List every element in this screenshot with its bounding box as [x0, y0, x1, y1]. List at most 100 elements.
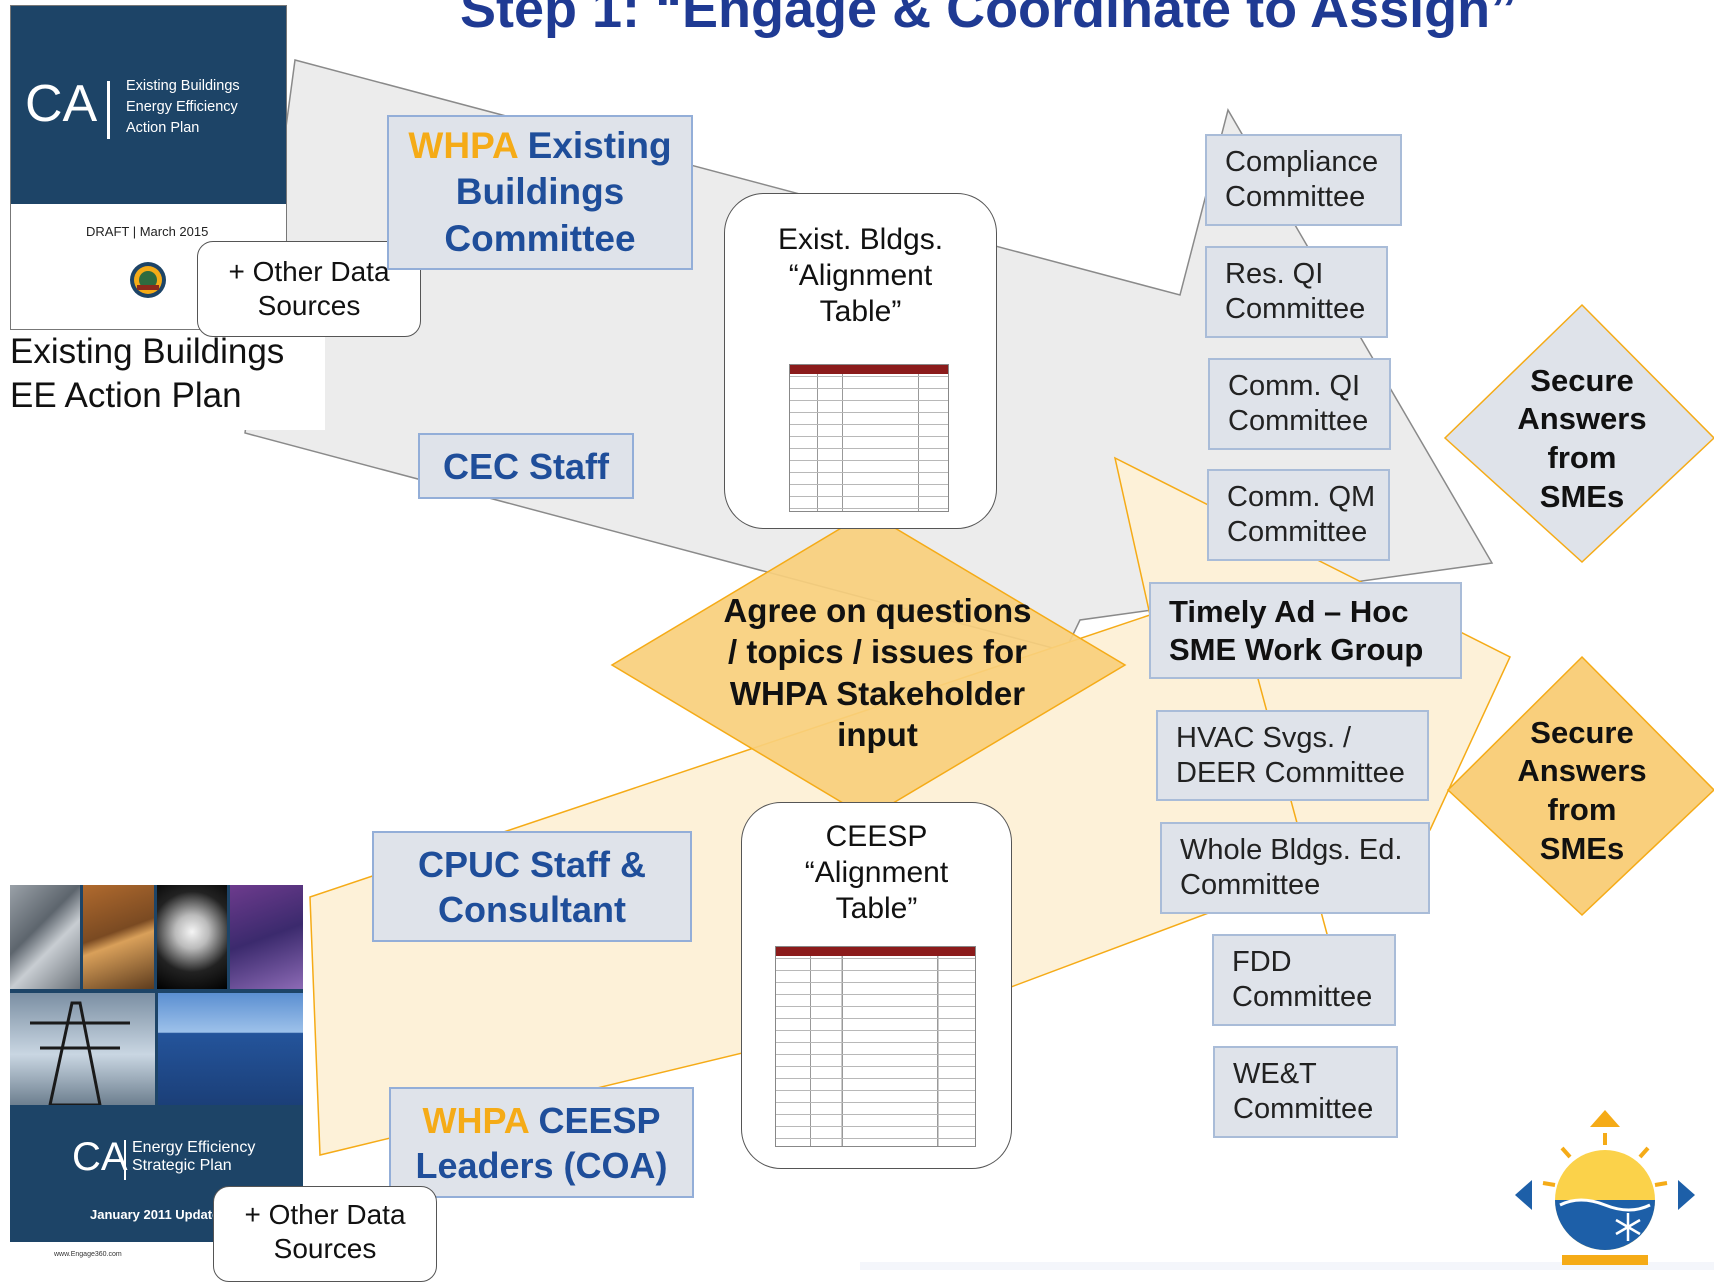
existing-buildings-alignment-table: Exist. Bldgs. “Alignment Table” — [724, 193, 997, 529]
doc-caption-existing-buildings: Existing Buildings EE Action Plan — [0, 330, 325, 430]
committee-line: WE&T — [1233, 1058, 1317, 1091]
other-data-sources-top: + Other Data Sources — [197, 241, 421, 337]
secure-diamond-bottom-shape — [1446, 655, 1714, 917]
committee-line: Committee — [1232, 981, 1373, 1013]
other-sources-line: + Other Data — [228, 256, 390, 287]
whpa-eb-label: WHPA Existing Buildings Committee — [408, 123, 671, 262]
cover-photo-meter — [230, 885, 303, 989]
committee-line: Committee — [1228, 405, 1369, 437]
secure-line: from — [1547, 792, 1617, 827]
committee-line: Compliance — [1225, 146, 1379, 179]
center-diamond-agree-on-questions: Agree on questions / topics / issues for… — [690, 585, 1065, 760]
center-diamond-line: WHPA Stakeholder — [729, 674, 1026, 712]
cover-photo-lightbulb — [157, 885, 227, 989]
whpa-eb-text: Existing — [517, 125, 672, 167]
alignment-table-line: Exist. Bldgs. — [777, 223, 944, 256]
doc-caption-line: EE Action Plan — [10, 376, 242, 416]
cpuc-line: CPUC Staff & — [417, 843, 646, 885]
committee-line: Committee — [1225, 181, 1366, 213]
whpa-existing-buildings-committee: WHPA Existing Buildings Committee — [387, 115, 693, 270]
whpa-ceesp-orange-text: WHPA — [422, 1099, 529, 1141]
doc-cover-title-line: Energy Efficiency — [132, 1139, 256, 1156]
secure-line: Answers — [1517, 401, 1647, 437]
doc-logo: CA — [25, 75, 98, 133]
sun-snowflake-logo-icon — [1510, 1105, 1700, 1270]
work-group-line: SME Work Group — [1169, 631, 1424, 667]
other-sources-line: Sources — [257, 290, 361, 322]
committee-line: FDD — [1232, 946, 1292, 979]
doc-cover-title: Energy Efficiency Strategic Plan — [132, 1139, 255, 1174]
doc-date-label: January 2011 Update — [90, 1207, 220, 1222]
cover-photo-worker — [83, 885, 154, 989]
doc-logo: CA — [72, 1135, 128, 1179]
doc-cover-title-line: Strategic Plan — [132, 1156, 232, 1174]
alignment-table-thumbnail — [775, 946, 976, 1147]
committee-line: Committee — [1233, 1093, 1374, 1125]
alignment-table-line: “Alignment — [788, 259, 933, 292]
cec-staff: CEC Staff — [418, 433, 634, 499]
committee-line: Committee — [1227, 516, 1368, 548]
center-diamond-line: Agree on questions — [723, 592, 1032, 629]
secure-line: Secure — [1530, 362, 1634, 398]
committee-line: Committee — [1225, 293, 1366, 325]
doc-draft-label: DRAFT | March 2015 — [86, 224, 209, 239]
footer-band — [860, 1262, 1714, 1270]
doc-caption-line: Existing Buildings — [10, 332, 285, 371]
secure-line: Answers — [1517, 753, 1647, 789]
center-diamond-line: / topics / issues for — [728, 633, 1027, 671]
ceesp-alignment-table: CEESP “Alignment Table” — [741, 802, 1012, 1169]
secure-line: SMEs — [1539, 478, 1625, 514]
center-diamond-line: input — [837, 715, 918, 753]
doc-cover-title: Existing Buildings Energy Efficiency Act… — [126, 76, 240, 139]
doc-cover-header: CA Existing Buildings Energy Efficiency … — [11, 6, 286, 204]
whpa-ceesp-line: Leaders (COA) — [415, 1144, 668, 1186]
doc-cover-existing-buildings: CA Existing Buildings Energy Efficiency … — [10, 5, 287, 330]
cover-photo-solar-panels — [158, 993, 303, 1105]
page-title: Step 1: “Engage & Coordinate to Assign” — [460, 0, 1518, 39]
whpa-eb-line: Committee — [444, 217, 636, 259]
alignment-table-line: Table” — [835, 892, 918, 925]
secure-line: from — [1547, 440, 1617, 475]
cover-photo-metal-discs — [10, 885, 80, 989]
doc-cover-title-line: Action Plan — [126, 120, 200, 137]
cpuc-line: Consultant — [438, 888, 626, 930]
doc-logo-divider — [107, 81, 110, 139]
committee-line: DEER Committee — [1176, 756, 1405, 789]
committee-line: Committee — [1180, 869, 1321, 901]
cpuc-staff-consultant: CPUC Staff & Consultant — [372, 831, 692, 942]
cover-photo-powerlines — [10, 993, 155, 1105]
committee-line: Whole Bldgs. Ed. — [1180, 834, 1403, 867]
hvac-deer-committee: HVAC Svgs. /DEER Committee — [1156, 710, 1429, 801]
doc-cover-title-line: Existing Buildings — [126, 78, 240, 94]
secure-answers-top: Secure Answers from SMEs — [1490, 360, 1674, 518]
committee-line: Comm. QI — [1228, 370, 1361, 403]
other-data-sources-bottom: + Other Data Sources — [213, 1186, 437, 1282]
alignment-table-line: Table” — [819, 295, 902, 328]
secure-line: SMEs — [1539, 830, 1625, 866]
doc-logo-divider — [124, 1140, 126, 1180]
whpa-eb-line: Buildings — [455, 171, 625, 213]
whpa-ceesp-leaders: WHPA CEESP Leaders (COA) — [389, 1087, 694, 1198]
other-sources-line: Sources — [273, 1233, 377, 1265]
secure-line: Secure — [1530, 714, 1634, 750]
secure-answers-bottom: Secure Answers from SMEs — [1490, 712, 1674, 870]
other-sources-line: + Other Data — [244, 1199, 406, 1230]
whpa-eb-orange-text: WHPA — [408, 125, 518, 167]
work-group-line: Timely Ad – Hoc — [1169, 594, 1409, 630]
doc-cover-title-line: Energy Efficiency — [126, 99, 238, 116]
whpa-ceesp-text: CEESP — [528, 1099, 661, 1141]
committee-line: Res. QI — [1225, 258, 1324, 291]
ca-seal-icon — [129, 261, 167, 299]
whole-bldgs-ed-committee: Whole Bldgs. Ed.Committee — [1160, 822, 1430, 914]
alignment-table-line: CEESP — [825, 820, 928, 853]
alignment-table-line: “Alignment — [804, 856, 949, 889]
secure-diamond-top-shape — [1443, 303, 1714, 564]
committee-line: Comm. QM — [1227, 481, 1376, 514]
